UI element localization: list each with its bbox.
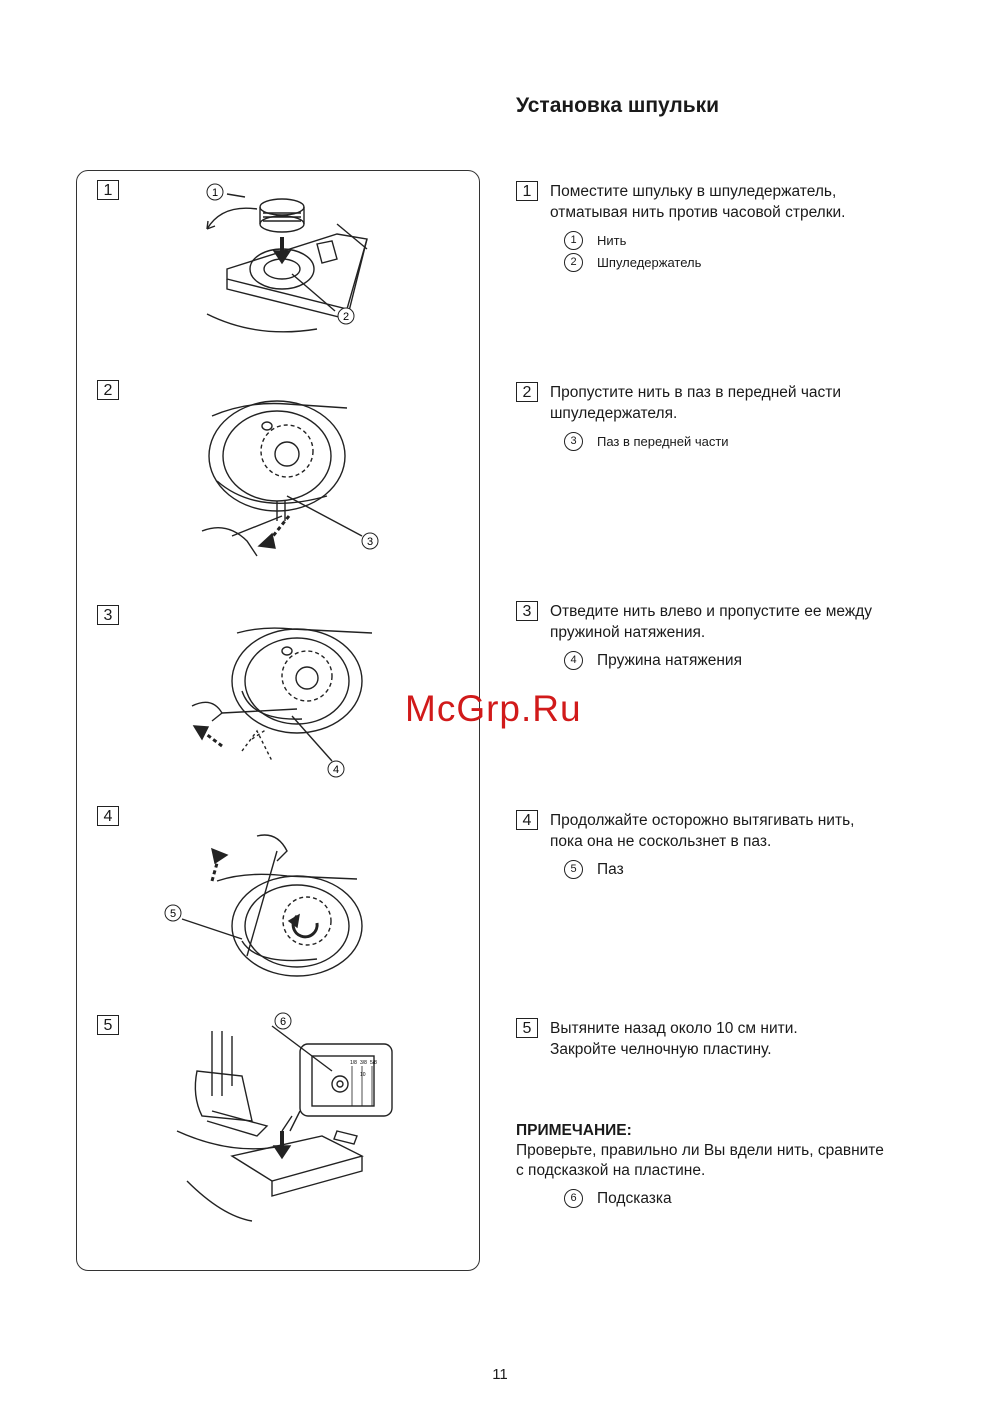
illustration-panel: 1 2 3 4 5 1 2 [76, 170, 480, 1271]
panel-step-1-label: 1 [97, 180, 119, 200]
guide-label-1: 1/8 [350, 1060, 357, 1066]
close-plate-illustration: 1/8 3/8 5/8 10 6 [176, 1012, 393, 1222]
step-text-line: Вытяните назад около 10 см нити. [550, 1020, 798, 1037]
step-number: 4 [516, 810, 538, 830]
step-text-line: пока она не соскользнет в паз. [550, 833, 772, 850]
panel-step-4-label: 4 [97, 806, 119, 826]
callout-number: 3 [564, 432, 583, 451]
callout-label: Паз в передней части [597, 434, 729, 449]
callout-number: 2 [564, 253, 583, 272]
callout-number: 6 [564, 1189, 583, 1208]
note-block: ПРИМЕЧАНИЕ: Проверьте, правильно ли Вы в… [516, 1121, 956, 1211]
watermark: McGrp.Ru [405, 688, 582, 729]
callout-2-marker: 2 [343, 311, 349, 323]
step-3: 3 Отведите нить влево и пропустите ее ме… [516, 601, 956, 673]
callout-bobbin-holder: 2 Шпуледержатель [564, 253, 956, 272]
callout-3-marker: 3 [367, 536, 373, 548]
panel-step-3-label: 3 [97, 605, 119, 625]
step-text-line: Пропустите нить в паз в передней части [550, 384, 842, 401]
tension-spring-illustration: 4 [191, 627, 373, 778]
step-text-line: Отведите нить влево и пропустите ее межд… [550, 603, 873, 620]
callout-hint: 6 Подсказка [564, 1189, 956, 1208]
callout-tension-spring: 4 Пружина натяжения [564, 651, 956, 670]
step-1: 1 Поместите шпульку в шпуледержатель, от… [516, 181, 956, 275]
step-text-line: пружиной натяжения. [550, 624, 706, 641]
front-notch-illustration: 3 [201, 400, 379, 557]
guide-label-2: 3/8 [360, 1060, 367, 1066]
callout-4-marker: 4 [333, 764, 339, 776]
step-text-line: Продолжайте осторожно вытягивать нить, [550, 812, 855, 829]
callout-number: 5 [564, 860, 583, 879]
callout-front-notch: 3 Паз в передней части [564, 432, 956, 451]
step-text-line: Поместите шпульку в шпуледержатель, [550, 183, 837, 200]
step-4: 4 Продолжайте осторожно вытягивать нить,… [516, 810, 956, 882]
guide-label-4: 10 [360, 1072, 366, 1078]
guide-label-3: 5/8 [370, 1060, 377, 1066]
step-text-line: Закройте челночную пластину. [550, 1041, 772, 1058]
callout-label: Шпуледержатель [597, 255, 702, 270]
step-text-line: шпуледержателя. [550, 405, 678, 422]
step-number: 3 [516, 601, 538, 621]
bobbin-insert-illustration: 1 2 [206, 183, 368, 333]
callout-label: Пружина натяжения [597, 651, 742, 669]
page-number: 11 [492, 1366, 508, 1383]
step-number: 1 [516, 181, 538, 201]
panel-step-5-label: 5 [97, 1015, 119, 1035]
panel-step-2-label: 2 [97, 380, 119, 400]
step-text-line: отматывая нить против часовой стрелки. [550, 204, 846, 221]
note-text-line: Проверьте, правильно ли Вы вдели нить, с… [516, 1142, 884, 1159]
note-text-line: с подсказкой на пластине. [516, 1162, 706, 1179]
step-5: 5 Вытяните назад около 10 см нити. Закро… [516, 1018, 956, 1060]
thread-slot-illustration: 5 [164, 834, 363, 977]
callout-1-marker: 1 [212, 187, 218, 199]
callout-number: 4 [564, 651, 583, 670]
callout-label: Подсказка [597, 1189, 672, 1207]
callout-6-marker: 6 [280, 1016, 286, 1028]
page-title: Установка шпульки [516, 94, 720, 117]
callout-label: Нить [597, 233, 627, 248]
step-2: 2 Пропустите нить в паз в передней части… [516, 382, 956, 454]
callout-thread: 1 Нить [564, 231, 956, 250]
step-number: 5 [516, 1018, 538, 1038]
callout-5-marker: 5 [170, 908, 176, 920]
note-heading: ПРИМЕЧАНИЕ: [516, 1122, 632, 1139]
callout-label: Паз [597, 860, 624, 878]
callout-number: 1 [564, 231, 583, 250]
step-number: 2 [516, 382, 538, 402]
callout-slot: 5 Паз [564, 860, 956, 879]
